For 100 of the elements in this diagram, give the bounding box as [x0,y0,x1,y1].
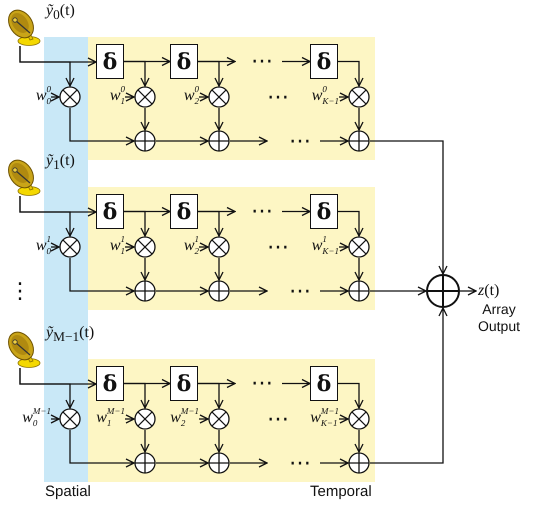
multiplier-symbol [348,236,370,258]
arrow [339,92,349,102]
arrow [320,286,349,296]
arrow [230,136,268,146]
arrow [198,210,224,237]
arrow [124,60,150,87]
multiplier-symbol [134,86,156,108]
signal-label: ỹ$_{1}$(t) [46,152,75,174]
arrow [125,242,135,252]
arrow [338,210,364,237]
adder-symbol [134,280,156,302]
ellipsis-dots: ⋯ [267,87,289,109]
arrow [354,430,364,453]
ellipsis-dots: ⋯ [267,409,289,431]
region-label: Spatial [45,483,91,501]
arrow [320,458,349,468]
adder-symbol [208,130,230,152]
delay-box: δ [310,194,338,229]
adder-symbol [208,280,230,302]
arrow [320,136,349,146]
arrow [214,258,224,281]
arrow [19,196,75,237]
arrow [156,458,209,468]
arrow [338,382,364,409]
delay-box: δ [96,44,124,79]
arrow [339,242,349,252]
arrow [282,206,311,216]
delay-box: δ [310,44,338,79]
arrow [370,286,427,296]
multiplier-symbol [348,408,370,430]
arrow [140,430,150,453]
multiplier-symbol [59,86,81,108]
arrow [198,382,224,409]
arrow [198,60,224,87]
adder-symbol [348,280,370,302]
ellipsis-dots: ⋯ [251,201,273,223]
arrow [69,430,135,468]
arrow [354,258,364,281]
ellipsis-dots: ⋮ [9,281,31,303]
output-signal-label: z(t) [476,281,500,301]
signal-label: ỹ$_{M−1}$(t) [46,324,94,346]
delay-box: δ [170,366,198,401]
adder-symbol [208,452,230,474]
multiplier-symbol [59,236,81,258]
multiplier-symbol [208,86,230,108]
multiplier-symbol [208,408,230,430]
arrow [338,60,364,87]
arrow [156,286,209,296]
ellipsis-dots: ⋯ [251,51,273,73]
arrow [124,210,150,237]
multiplier-symbol [208,236,230,258]
arrow [19,368,75,409]
output-caption: Array Output [476,301,522,335]
ellipsis-dots: ⋯ [251,373,273,395]
arrow [370,140,448,275]
delay-box: δ [170,44,198,79]
arrow [125,414,135,424]
adder-symbol [134,130,156,152]
arrow [125,92,135,102]
arrow [230,458,268,468]
arrow [354,108,364,131]
delay-box: δ [96,194,124,229]
arrow [214,430,224,453]
arrow [50,92,60,102]
arrow [140,108,150,131]
summing-junction [426,274,460,308]
multiplier-symbol [348,86,370,108]
ellipsis-dots: ⋯ [289,131,311,153]
arrow [140,258,150,281]
delay-box: δ [170,194,198,229]
delay-box: δ [310,366,338,401]
arrow [460,286,477,296]
adder-symbol [134,452,156,474]
region-label: Temporal [310,483,372,501]
ellipsis-dots: ⋯ [267,237,289,259]
arrow [124,382,150,409]
delay-box: δ [96,366,124,401]
arrow [19,46,75,87]
arrow [199,414,209,424]
signal-label: ỹ$_{0}$(t) [46,2,75,24]
arrow [156,136,209,146]
multiplier-symbol [134,408,156,430]
arrow [199,242,209,252]
arrow [339,414,349,424]
adder-symbol [348,452,370,474]
ellipsis-dots: ⋯ [289,453,311,475]
arrow [282,378,311,388]
arrow [370,307,448,464]
arrow [69,258,135,296]
ellipsis-dots: ⋯ [289,281,311,303]
adder-symbol [348,130,370,152]
arrow [69,108,135,146]
arrow [282,56,311,66]
arrow [199,92,209,102]
arrow [230,286,268,296]
multiplier-symbol [59,408,81,430]
arrow [50,414,60,424]
multiplier-symbol [134,236,156,258]
arrow [214,108,224,131]
arrow [50,242,60,252]
